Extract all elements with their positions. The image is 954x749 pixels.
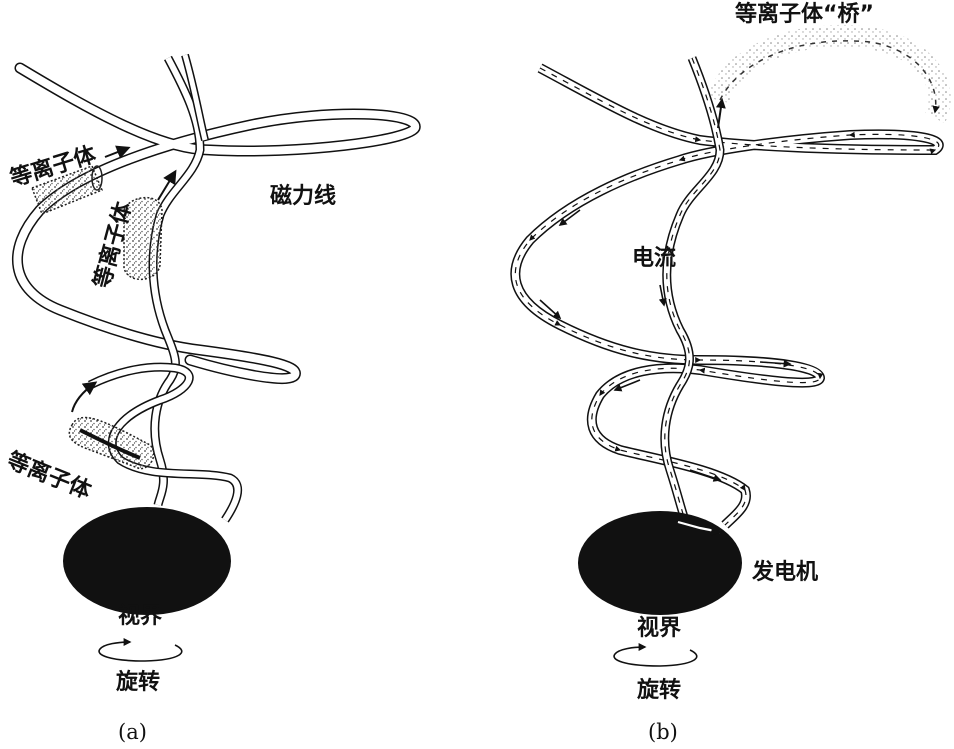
plasma-bridge [718, 36, 940, 128]
caption-b: (b) [648, 722, 678, 743]
plasma-tube-3 [69, 418, 153, 469]
generator-label: 发电机 [752, 562, 818, 584]
black-hole-b [578, 511, 742, 615]
current-line-upper [515, 68, 938, 525]
current-line-vertical [665, 58, 720, 520]
panel-b [515, 36, 939, 666]
field-lines-label: 磁力线 [270, 186, 336, 208]
rotation-arrow-a [99, 642, 182, 661]
field-line-vertical [153, 55, 205, 505]
field-line-upper [17, 68, 415, 379]
view-label-a: 视界 [118, 606, 162, 628]
rotation-arrow-b [614, 647, 697, 666]
black-hole-a [63, 507, 231, 615]
rotation-label-b: 旋转 [637, 680, 681, 702]
view-label-b: 视界 [637, 618, 681, 640]
rotation-label-a: 旋转 [116, 672, 160, 694]
plasma-bridge-label: 等离子体“桥” [735, 4, 874, 26]
current-label: 电流 [632, 248, 676, 270]
caption-a: (a) [118, 722, 147, 743]
